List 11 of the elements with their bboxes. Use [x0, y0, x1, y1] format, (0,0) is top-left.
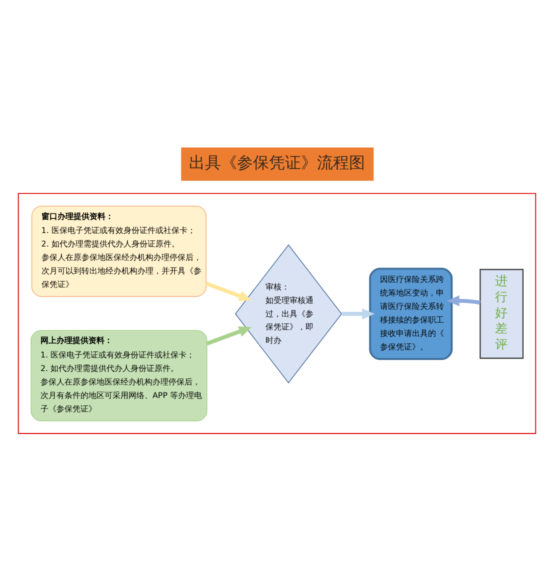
node-box: 窗口办理提供资料： 1. 医保电子凭证或有效身份证件或社保卡； 2. 如代办理需提供代办人身份证原件。 参保人在原参保地医保经办机构办理停保后，次月可以到转出地经办机构办理，并开具《参保凭证》 [31, 205, 206, 296]
arrow [446, 294, 480, 306]
cluster [18, 192, 536, 434]
arrow [342, 308, 375, 319]
node-box: 因医疗保险关系跨统筹地区变动，申请医疗保险关系转移接续的参保职工接收申请出具的《参保凭证》。 [369, 267, 453, 360]
arrow [206, 326, 252, 345]
node-box: 网上办理提供资料： 1. 医保电子凭证或有效身份证件或社保卡； 2. 如代办理需提供代办人身份证原件。 参保人在原参保地医保经办机构办理停保后，次月有条件的地区可采用网络、APP 等办理电子《参保凭证》 [30, 330, 208, 421]
arrow [205, 281, 252, 301]
diagram-title: 出具《参保凭证》流程图 [189, 152, 366, 172]
node-box: 进行好差评 [480, 268, 524, 358]
node-diamond: 审核： 如受理审核通过，出具《参保凭证》，即时办 [234, 244, 342, 383]
